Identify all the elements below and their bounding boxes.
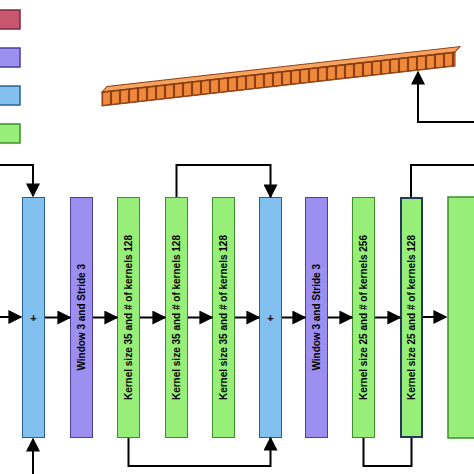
flow-arrow: [375, 317, 400, 319]
operator-symbol: +: [30, 312, 36, 324]
flow-arrow: [328, 317, 352, 319]
conv-layer-box: [448, 197, 474, 438]
pooling-box: Window 3 and Stride 3: [305, 197, 328, 438]
layer-label: Window 3 and Stride 3: [76, 264, 87, 371]
sum-node: +: [22, 197, 45, 438]
layer-label: Window 3 and Stride 3: [311, 264, 322, 371]
layer-label: Kernel size 25 and # of kernels 128: [406, 235, 417, 400]
layer-label: Kernel size 35 and # of kernels 128: [218, 235, 229, 400]
conv-layer-box: Kernel size 25 and # of kernels 256: [352, 197, 375, 438]
skip-arrow: [0, 165, 33, 196]
legend-swatch: [0, 124, 20, 143]
layer-label: Kernel size 25 and # of kernels 256: [358, 235, 369, 400]
conv-layer-box: Kernel size 25 and # of kernels 128: [400, 197, 423, 438]
flow-arrow: [235, 317, 259, 319]
legend-swatch: [0, 48, 20, 67]
flow-arrow: [0, 316, 21, 318]
legend-swatch: [0, 86, 20, 105]
operator-symbol: +: [267, 312, 273, 324]
flow-arrow: [364, 438, 412, 466]
layer-label: Kernel size 35 and # of kernels 128: [171, 235, 182, 400]
flow-arrow: [282, 317, 305, 319]
input-arrow: [418, 72, 474, 122]
pooling-box: Window 3 and Stride 3: [70, 197, 93, 438]
flow-arrow: [45, 317, 70, 319]
sum-node: +: [259, 197, 282, 438]
conv-layer-box: Kernel size 35 and # of kernels 128: [165, 197, 188, 438]
input-signal-bar: [102, 47, 460, 106]
layer-label: Kernel size 35 and # of kernels 128: [123, 235, 134, 400]
flow-arrow: [93, 317, 117, 319]
conv-layer-box: Kernel size 35 and # of kernels 128: [212, 197, 235, 438]
skip-arrow: [32, 439, 34, 474]
flow-arrow: [422, 316, 446, 318]
conv-layer-box: Kernel size 35 and # of kernels 128: [117, 197, 140, 438]
skip-connection: [177, 165, 271, 197]
flow-arrow: [188, 317, 212, 319]
skip-line: [411, 165, 474, 197]
legend-swatch: [0, 10, 20, 29]
skip-connection: [129, 438, 271, 466]
flow-arrow: [140, 317, 165, 319]
